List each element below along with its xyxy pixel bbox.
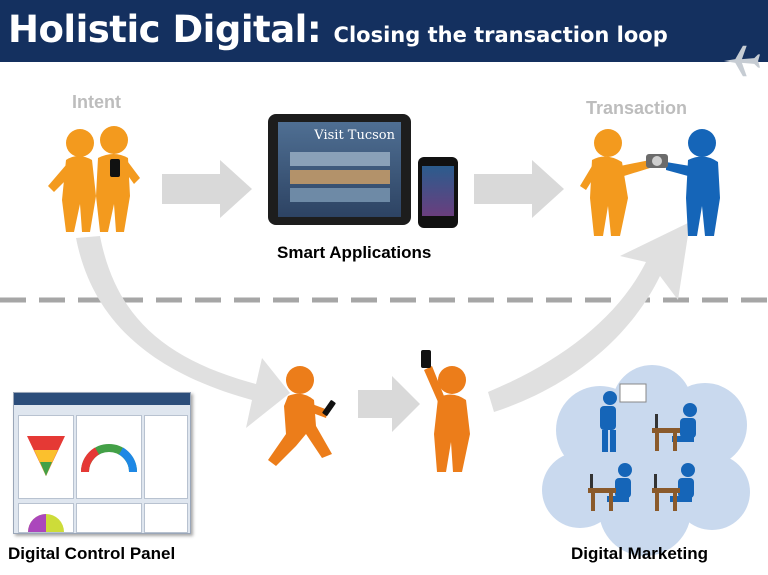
tablet-heading: Visit Tucson — [314, 128, 395, 143]
panel-toolbar — [14, 393, 190, 405]
panel-widget-bars — [144, 415, 188, 499]
panel-widget-list — [144, 503, 188, 533]
title-main: Holistic Digital: — [8, 8, 322, 51]
transaction-person-orange — [580, 129, 650, 236]
transaction-person-blue — [666, 129, 720, 236]
title-subtitle: Closing the transaction loop — [333, 23, 668, 47]
smart-applications-label: Smart Applications — [277, 243, 432, 262]
panel-widget-funnel — [18, 415, 74, 499]
panel-widget-table — [76, 503, 142, 533]
marketing-people — [600, 391, 697, 502]
intent-phone — [110, 159, 120, 177]
smartphone-screen — [422, 166, 454, 216]
curved-arrow-to-transaction — [488, 222, 690, 412]
standing-person — [424, 366, 470, 472]
arrow-apps-to-transaction — [474, 160, 564, 218]
marketing-desks — [588, 428, 680, 511]
digital-marketing-label: Digital Marketing — [571, 544, 708, 563]
funnel-chart-icon — [27, 436, 65, 476]
speech-bubble — [619, 383, 647, 403]
page-title: Holistic Digital: Closing the transactio… — [8, 8, 668, 51]
intent-people — [48, 126, 140, 232]
walking-person — [268, 366, 332, 466]
panel-widget-pie — [18, 503, 74, 550]
laptops — [590, 414, 658, 488]
pie-chart-icon — [28, 514, 64, 550]
digital-control-panel-label: Digital Control Panel — [8, 544, 176, 563]
walking-person-phone — [322, 400, 336, 416]
title-banner: Holistic Digital: Closing the transactio… — [0, 0, 768, 62]
gauge-chart-icon — [80, 444, 138, 473]
tablet-photo-strip — [290, 170, 390, 184]
standing-person-phone — [421, 350, 431, 368]
arrow-mobile-to-mobile — [358, 376, 420, 432]
transaction-label: Transaction — [586, 98, 688, 118]
camera-icon — [646, 154, 668, 168]
tablet-screen: Visit Tucson — [278, 122, 401, 217]
tablet-photo-strip — [290, 188, 390, 202]
intent-label: Intent — [72, 92, 121, 112]
panel-widget-gauge — [76, 415, 142, 499]
digital-control-panel-screenshot — [13, 392, 191, 550]
tablet-device: Visit Tucson — [268, 114, 411, 225]
smartphone-device — [418, 157, 458, 228]
curved-arrow-intent-to-mobile — [76, 236, 290, 428]
airplane-icon — [723, 45, 760, 77]
arrow-intent-to-apps — [162, 160, 252, 218]
tablet-photo-strip — [290, 152, 390, 166]
